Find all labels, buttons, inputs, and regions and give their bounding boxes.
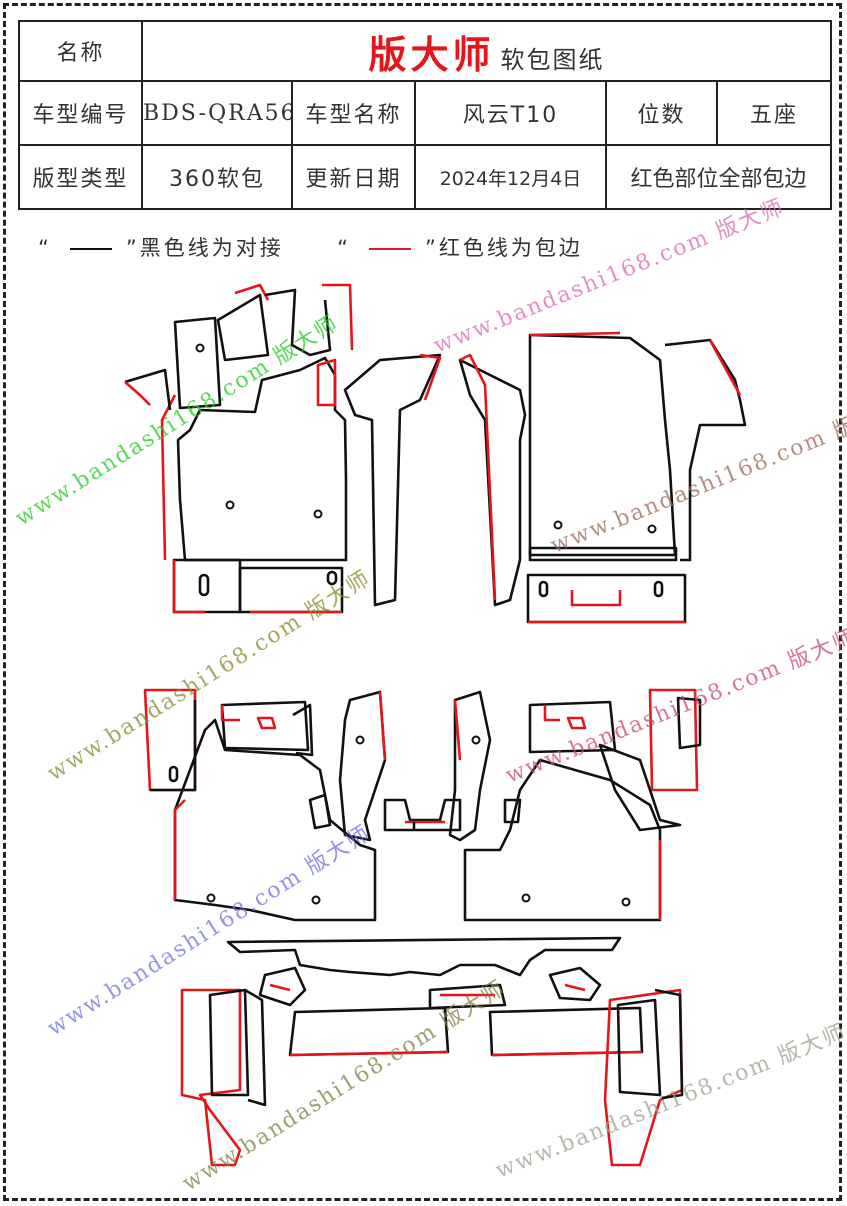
- pattern-type: 360软包: [141, 144, 293, 210]
- left-side-panel: [180, 988, 267, 1167]
- second-row-center-hump: [383, 798, 462, 832]
- seats-value: 五座: [715, 80, 833, 146]
- model-name-label: 车型名称: [291, 80, 416, 146]
- front-left-floor-mat: [124, 283, 442, 614]
- edge-note: 红色部位全部包边: [604, 144, 833, 210]
- red-line-swatch: [369, 248, 412, 250]
- black-line-swatch: [69, 248, 112, 250]
- second-row-left-mat: [143, 688, 387, 922]
- right-side-panel: [603, 988, 684, 1167]
- model-name: 风云T10: [414, 80, 607, 146]
- third-row-strip: [226, 936, 644, 1057]
- seats-label: 位数: [605, 80, 718, 146]
- title-cell: 版大师软包图纸: [140, 20, 833, 82]
- doc-type: 软包图纸: [500, 45, 605, 74]
- front-right-floor-mat: [458, 331, 747, 624]
- legend-black-text: ”黑色线为对接: [125, 236, 284, 260]
- legend-red-text: ”红色线为包边: [425, 236, 583, 260]
- legend-open-quote-red: “: [337, 236, 352, 260]
- name-label: 名称: [18, 20, 143, 82]
- model-code-label: 车型编号: [18, 80, 143, 146]
- brand-title: 版大师: [368, 32, 495, 77]
- legend-open-quote-black: “: [38, 236, 52, 260]
- update-label: 更新日期: [291, 144, 416, 210]
- spec-row-name: 名称 版大师软包图纸: [18, 20, 833, 82]
- pattern-type-label: 版型类型: [18, 144, 143, 210]
- model-code: BDS-QRA5641R: [141, 80, 293, 146]
- spec-row-model: 车型编号 BDS-QRA5641R 车型名称 风云T10 位数 五座: [18, 80, 833, 146]
- update-date: 2024年12月4日: [414, 144, 607, 210]
- spec-row-type: 版型类型 360软包 更新日期 2024年12月4日 红色部位全部包边: [18, 144, 833, 210]
- page-border: [3, 3, 842, 1201]
- line-legend: “ ”黑色线为对接 “ ”红色线为包边: [34, 232, 583, 262]
- second-row-right-mat: [448, 688, 702, 922]
